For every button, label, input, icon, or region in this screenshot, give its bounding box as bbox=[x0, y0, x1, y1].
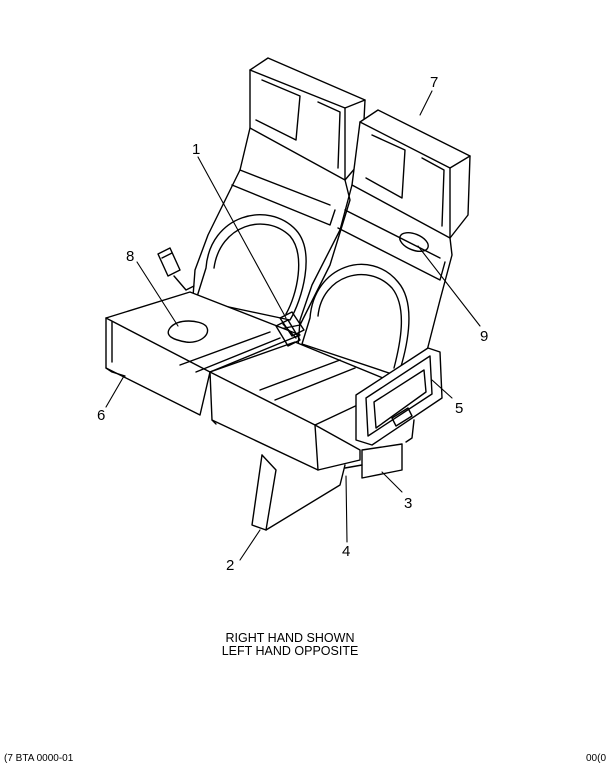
left-seat-cushion bbox=[105, 291, 301, 416]
pedestal bbox=[251, 443, 403, 531]
seat-belt-buckles bbox=[157, 247, 305, 347]
callout-9: 9 bbox=[480, 328, 488, 345]
armrest bbox=[355, 347, 443, 446]
footer-right: 00(0 bbox=[585, 753, 606, 764]
caption-line-1: RIGHT HAND SHOWN bbox=[225, 631, 355, 645]
callout-7: 7 bbox=[430, 74, 438, 91]
callout-4: 4 bbox=[342, 543, 350, 560]
callout-5: 5 bbox=[455, 400, 463, 417]
callout-3: 3 bbox=[404, 495, 412, 512]
left-seat-back bbox=[191, 57, 366, 331]
callout-labels: 1 2 3 4 5 6 7 8 9 bbox=[97, 74, 488, 574]
footer-left: (7 BTA 0000-01 bbox=[4, 753, 74, 764]
callout-1: 1 bbox=[192, 141, 200, 158]
callout-8: 8 bbox=[126, 248, 134, 265]
caption-line-2: LEFT HAND OPPOSITE bbox=[221, 644, 359, 658]
leader-lines bbox=[105, 90, 481, 561]
callout-6: 6 bbox=[97, 407, 105, 424]
callout-2: 2 bbox=[226, 557, 234, 574]
